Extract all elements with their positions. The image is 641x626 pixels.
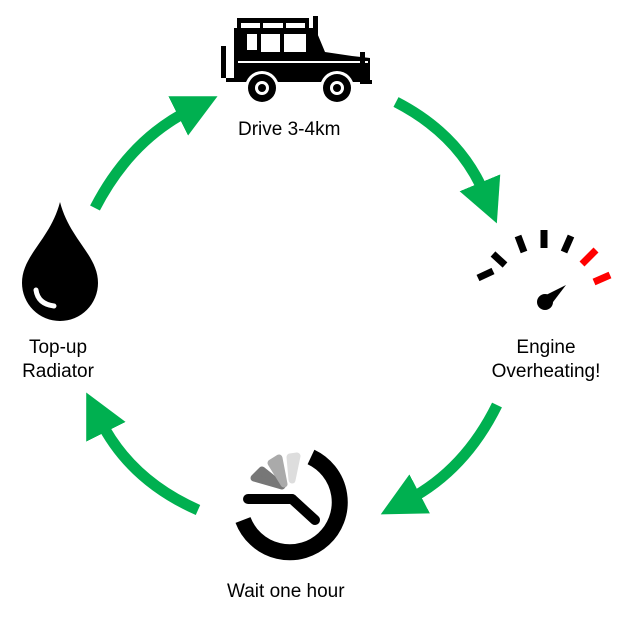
car-icon: [221, 16, 372, 105]
arrow-drive-to-overheat: [393, 97, 501, 224]
step-topup-label: Top-up Radiator: [8, 336, 108, 384]
gauge-icon: [476, 230, 612, 310]
step-overheat-line2: Overheating!: [491, 361, 601, 382]
step-wait-label: Wait one hour: [227, 581, 345, 602]
timer-icon: [235, 449, 348, 561]
arrow-topup-to-drive: [90, 96, 218, 211]
arrow-overheat-to-wait: [380, 402, 502, 515]
step-topup-line1: Top-up: [28, 337, 88, 358]
step-overheat-line1: Engine: [516, 337, 576, 358]
arrow-wait-to-topup: [86, 392, 201, 516]
step-drive-label: Drive 3-4km: [238, 119, 341, 140]
drop-icon: [22, 202, 98, 321]
step-topup-line2: Radiator: [22, 361, 94, 382]
step-overheat-label: Engine Overheating!: [476, 336, 616, 384]
